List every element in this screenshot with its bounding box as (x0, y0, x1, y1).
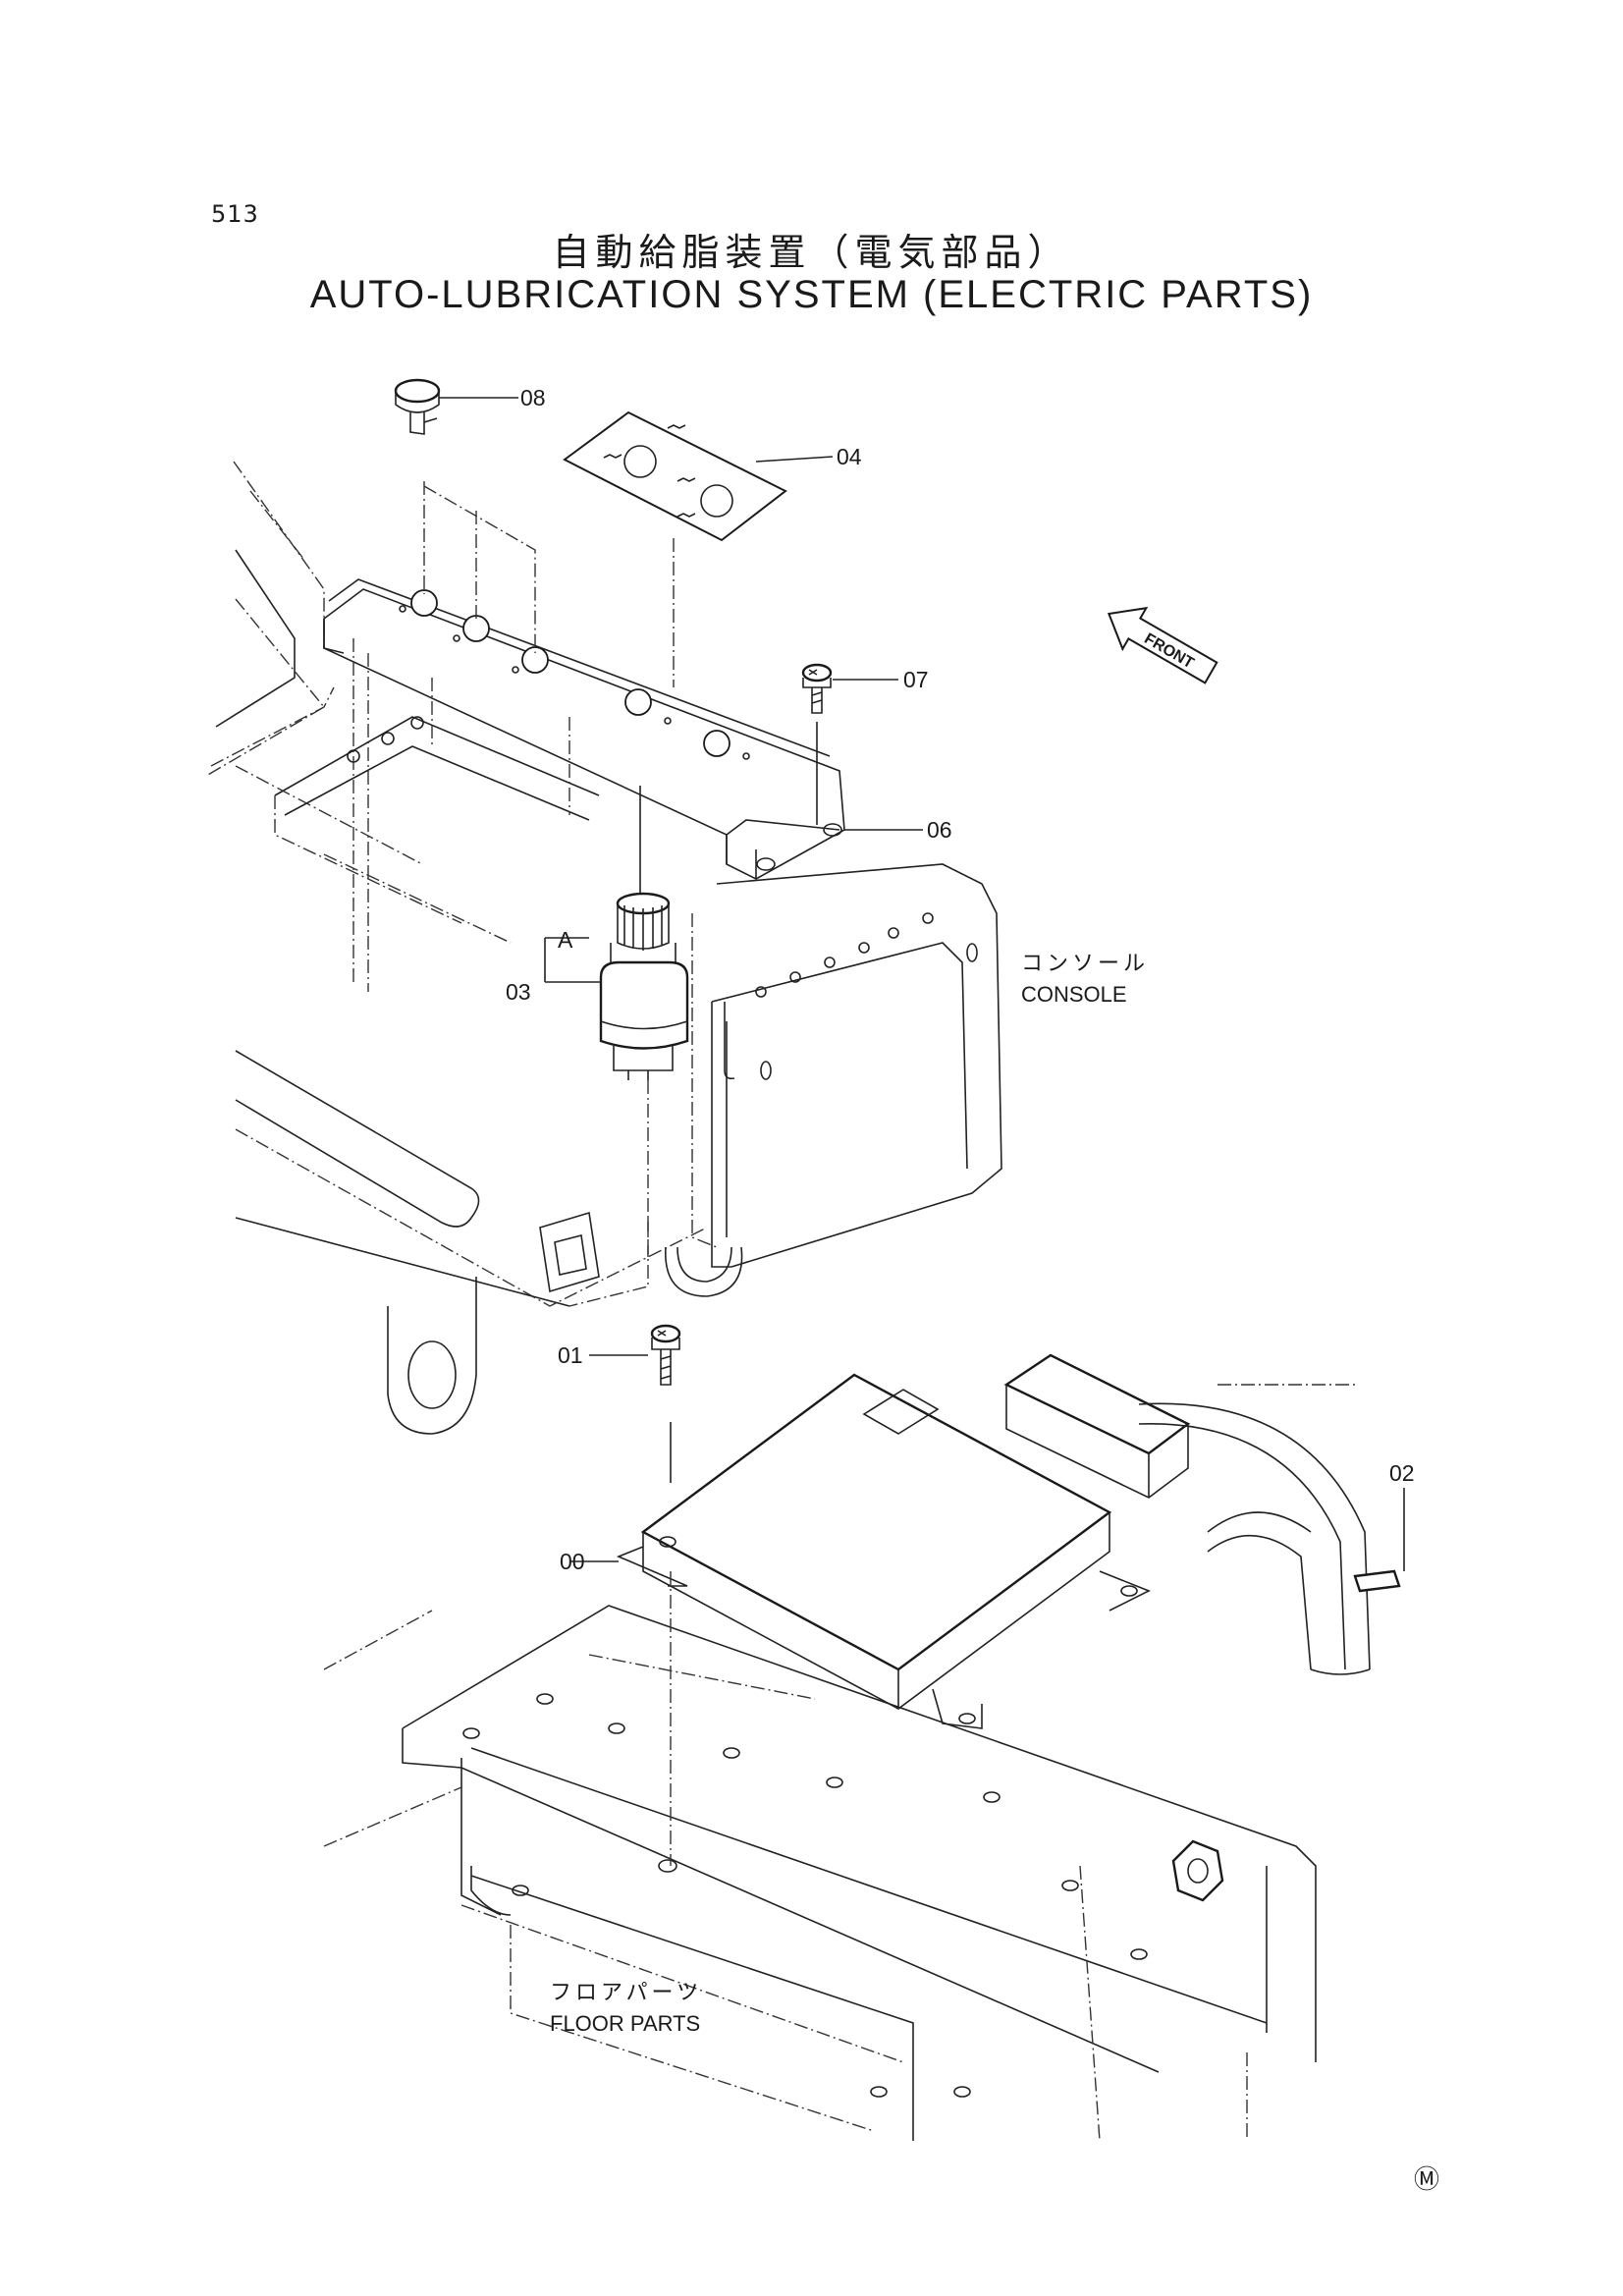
part-00-controller-box (569, 1353, 1191, 1729)
callout-06: 06 (927, 817, 952, 843)
floor-frame (323, 1571, 1317, 2142)
part-03-switch (544, 786, 689, 1257)
page-number: 513 (211, 200, 259, 228)
part-07-screw (801, 663, 898, 825)
page-title-japanese: 自動給脂装置（電気部品） (552, 231, 1071, 274)
callout-07: 07 (903, 667, 929, 692)
callout-08: 08 (520, 385, 546, 410)
part-02-harness-clip (1138, 1384, 1405, 1675)
callout-03: 03 (506, 979, 531, 1005)
part-08-cap (394, 378, 536, 653)
callout-02: 02 (1389, 1460, 1415, 1486)
callout-04: 04 (837, 444, 862, 469)
callout-01: 01 (558, 1342, 583, 1368)
front-direction-arrow: FRONT (1107, 606, 1218, 684)
console-label-en: CONSOLE (1021, 982, 1127, 1007)
callout-00: 00 (560, 1549, 585, 1574)
page-title-english: AUTO-LUBRICATION SYSTEM (ELECTRIC PARTS) (309, 273, 1314, 316)
bracket-06 (323, 578, 845, 880)
part-04-label-plate (563, 410, 834, 687)
part-01-screw (589, 1324, 681, 1483)
floor-label-ja: フロアパーツ (550, 1981, 702, 2005)
floor-label-en: FLOOR PARTS (550, 2011, 700, 2036)
corner-mark: Ⓜ (1414, 2165, 1439, 2195)
console-label-ja: コンソール (1021, 952, 1149, 976)
console-frame (205, 461, 1002, 1435)
callout-a: A (558, 927, 573, 953)
